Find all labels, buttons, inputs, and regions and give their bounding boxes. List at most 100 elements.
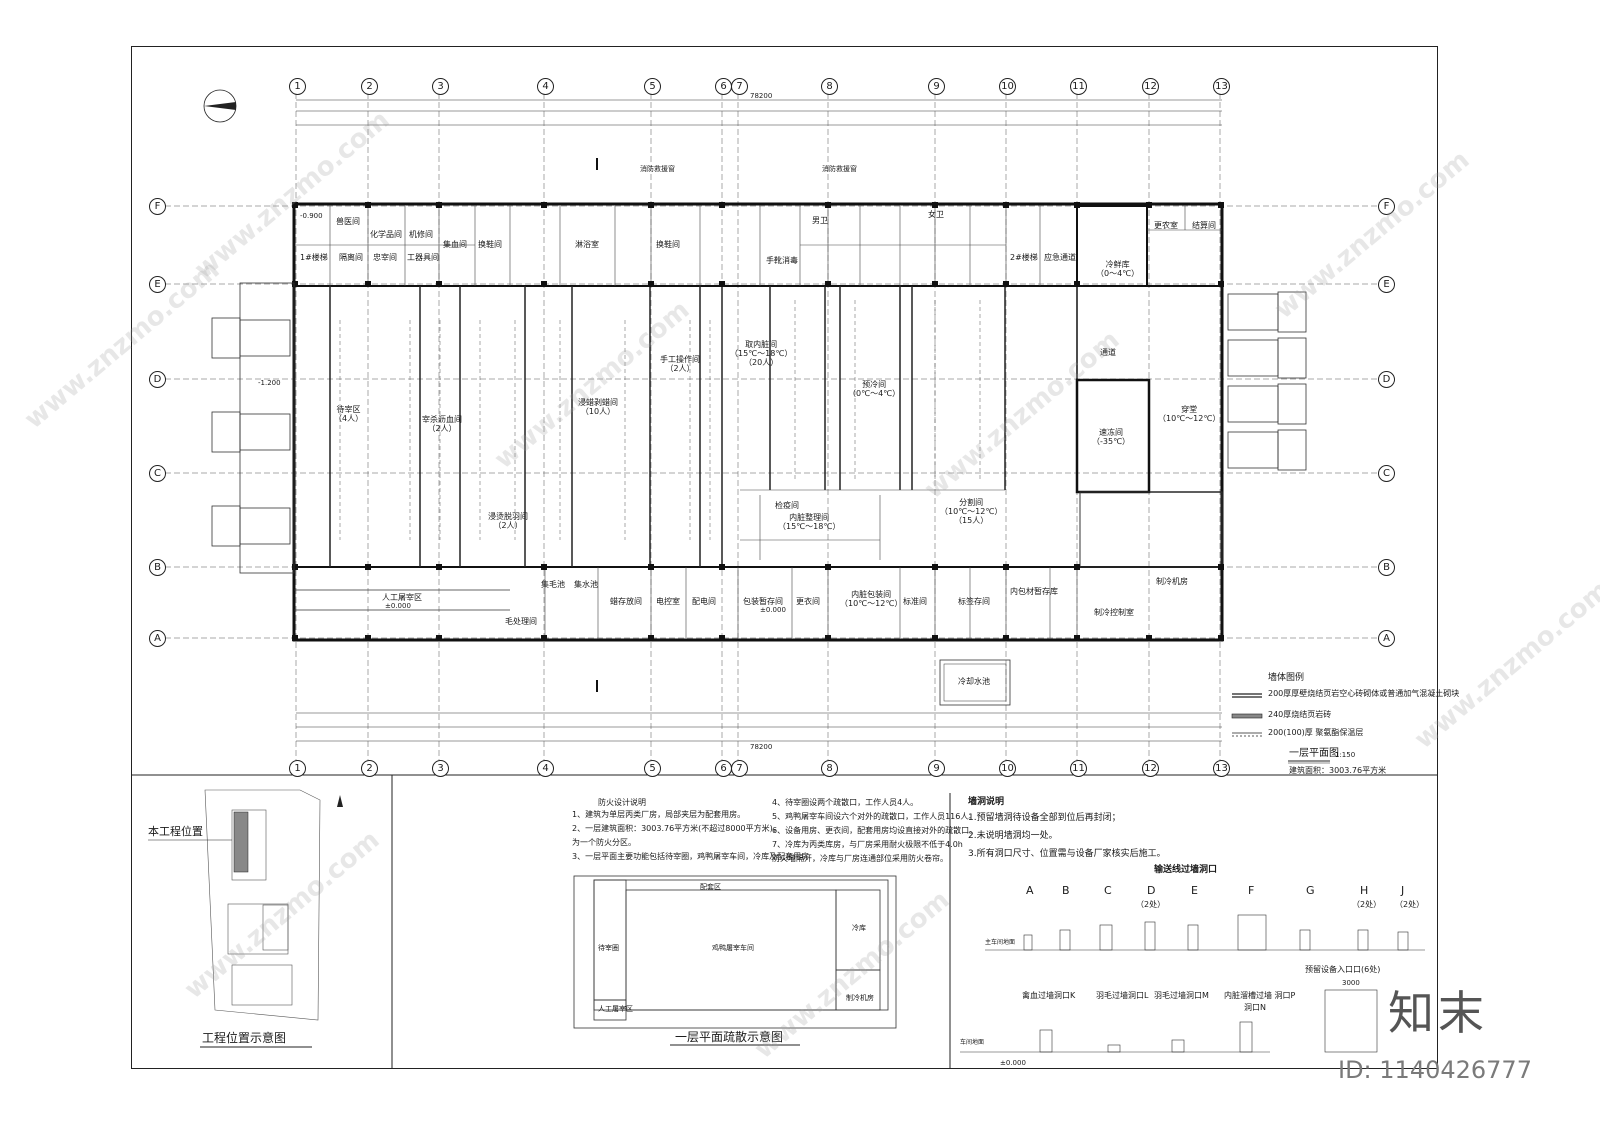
room-label: 检疫间 (775, 501, 799, 510)
room-label: 制冷控制室 (1094, 608, 1134, 617)
opening-letter: B (1062, 884, 1070, 897)
axis-bubble-bottom: 2 (361, 760, 378, 777)
room-label: 取内脏间 （15℃～18℃） （20人） (730, 340, 793, 368)
room-label: 换鞋间 (478, 240, 502, 249)
location-label: 本工程位置 (148, 825, 203, 838)
fire-notes-heading: 防火设计说明 (598, 798, 646, 807)
room-label: 集毛池 (541, 580, 565, 589)
elevation-label: ±0.000 (385, 602, 411, 610)
room-label: 机修间 (409, 230, 433, 239)
room-label: 标签存间 (958, 597, 990, 606)
brand-logo: 知末 (1388, 986, 1488, 1040)
room-label: 应急通道 (1044, 253, 1076, 262)
resource-id: ID: 1140426777 (1338, 1056, 1532, 1084)
fire-note-line: 1、建筑为单层丙类厂房，局部夹层为配套用房。 (572, 810, 746, 819)
axis-bubble-top: 1 (289, 78, 306, 95)
axis-bubble-top: 9 (928, 78, 945, 95)
axis-bubble-right: E (1378, 276, 1395, 293)
axis-bubble-left: C (149, 465, 166, 482)
room-label: 内脏整理间 （15℃～18℃） (778, 513, 841, 532)
room-label: 更衣间 (796, 597, 820, 606)
fire-note-line: 2、一层建筑面积：3003.76平方米(不超过8000平方米)， (572, 824, 781, 833)
fire-note-line: 为一个防火分区。 (572, 838, 636, 847)
axis-bubble-top: 2 (361, 78, 378, 95)
fire-note-line: 防火墙隔开，冷库与厂房连通部位采用防火卷帘。 (772, 854, 948, 863)
opening-row2: 羽毛过墙洞口M (1154, 991, 1209, 1000)
axis-bubble-bottom: 9 (928, 760, 945, 777)
room-label: 兽医间 (336, 217, 360, 226)
axis-bubble-right: A (1378, 630, 1395, 647)
axis-bubble-top: 5 (644, 78, 661, 95)
axis-bubble-left: A (149, 630, 166, 647)
evac-zone-label: 制冷机房 (846, 994, 874, 1002)
room-label: 女卫 (928, 210, 944, 219)
evac-zone-label: 人工屠宰区 (598, 1005, 633, 1013)
elevation-label: -0.900 (300, 212, 323, 220)
axis-bubble-right: F (1378, 198, 1395, 215)
axis-bubble-left: E (149, 276, 166, 293)
opening-count: （2处） (1352, 900, 1382, 909)
axis-bubble-top: 6 (715, 78, 732, 95)
evac-zone-label: 冷库 (852, 924, 866, 932)
opening-count: （2处） (1136, 900, 1166, 909)
room-label: 手靴消毒 (766, 256, 798, 265)
main-ground-label: 主车间地面 (985, 939, 1016, 946)
ground-label: 车间地面 (960, 1039, 985, 1046)
legend-item: 200(100)厚 聚氨酯保温层 (1268, 728, 1364, 737)
elevation-label: ±0.000 (1000, 1059, 1026, 1067)
fire-note-line: 5、鸡鸭屠宰车间设六个对外的疏散口，工作人员116人。 (772, 812, 977, 821)
opening-row2: 羽毛过墙洞口L (1096, 991, 1149, 1000)
axis-bubble-bottom: 11 (1070, 760, 1087, 777)
wall-notes-heading: 墙洞说明 (968, 797, 1005, 807)
axis-bubble-bottom: 8 (821, 760, 838, 777)
fire-window-note: 消防救援窗 (822, 165, 857, 173)
axis-bubble-bottom: 3 (432, 760, 449, 777)
room-label: 淋浴室 (575, 240, 599, 249)
plan-area: 建筑面积：3003.76平方米 (1289, 766, 1387, 775)
legend-item: 200厚厚壁烧结页岩空心砖砌体或普通加气混凝土砌块 (1268, 689, 1460, 698)
opening-letter: J (1401, 884, 1405, 897)
opening-row2: 内脏溜槽过墙 洞口P (1224, 991, 1296, 1000)
opening-row2: 洞口N (1244, 1003, 1266, 1012)
plan-scale: 1:150 (1335, 751, 1356, 759)
wall-note-line: 2.未说明墙洞均一处。 (968, 831, 1058, 841)
room-label: 冷鲜库 （0～4℃） (1096, 260, 1140, 279)
room-label: 结算间 (1192, 221, 1216, 230)
room-label: 通道 (1100, 348, 1116, 357)
fire-note-line: 6、设备用房、更衣间，配套用房均设直接对外的疏散口。 (772, 826, 978, 835)
axis-bubble-top: 13 (1213, 78, 1230, 95)
room-label: 穿堂 （10℃～12℃） (1158, 405, 1221, 424)
room-label: 预冷间 （0℃～4℃） (848, 380, 901, 399)
room-label: 内包材暂存库 (1010, 587, 1058, 596)
axis-bubble-top: 7 (731, 78, 748, 95)
evac-zone-label: 待宰圈 (598, 944, 619, 952)
axis-bubble-top: 4 (537, 78, 554, 95)
overall-dimension-top: 78200 (750, 92, 773, 100)
room-label: 毛处理间 (505, 617, 537, 626)
room-label: 蜡存放间 (610, 597, 642, 606)
evac-zone-label: 鸡鸭屠宰车间 (712, 944, 754, 952)
axis-bubble-top: 10 (999, 78, 1016, 95)
wall-note-line: 1.预留墙洞待设备全部到位后再封闭； (968, 813, 1121, 823)
plan-title: 一层平面图 (1289, 748, 1339, 759)
elevation-label: ±0.000 (760, 606, 786, 614)
room-label: 制冷机房 (1156, 577, 1188, 586)
opening-letter: G (1306, 884, 1315, 897)
room-label: 速冻间 （-35℃） (1092, 428, 1131, 447)
wall-note-line: 3.所有洞口尺寸、位置需与设备厂家核实后施工。 (968, 849, 1166, 859)
room-label: 集血间 (443, 240, 467, 249)
room-label: 化学品间 (370, 230, 402, 239)
room-label: 电控室 (656, 597, 680, 606)
axis-bubble-bottom: 4 (537, 760, 554, 777)
drawing-sheet (131, 46, 1438, 1069)
fire-note-line: 4、待宰圈设两个疏散口，工作人员4人。 (772, 798, 919, 807)
axis-bubble-left: B (149, 559, 166, 576)
room-label: 冷却水池 (958, 677, 990, 686)
room-label: 标准间 (903, 597, 927, 606)
room-label: 忠宰间 (373, 253, 397, 262)
room-label: 内脏包装间 （10℃～12℃） (840, 590, 903, 609)
room-label: 包装暂存间 (743, 597, 783, 606)
axis-bubble-right: C (1378, 465, 1395, 482)
axis-bubble-left: F (149, 198, 166, 215)
